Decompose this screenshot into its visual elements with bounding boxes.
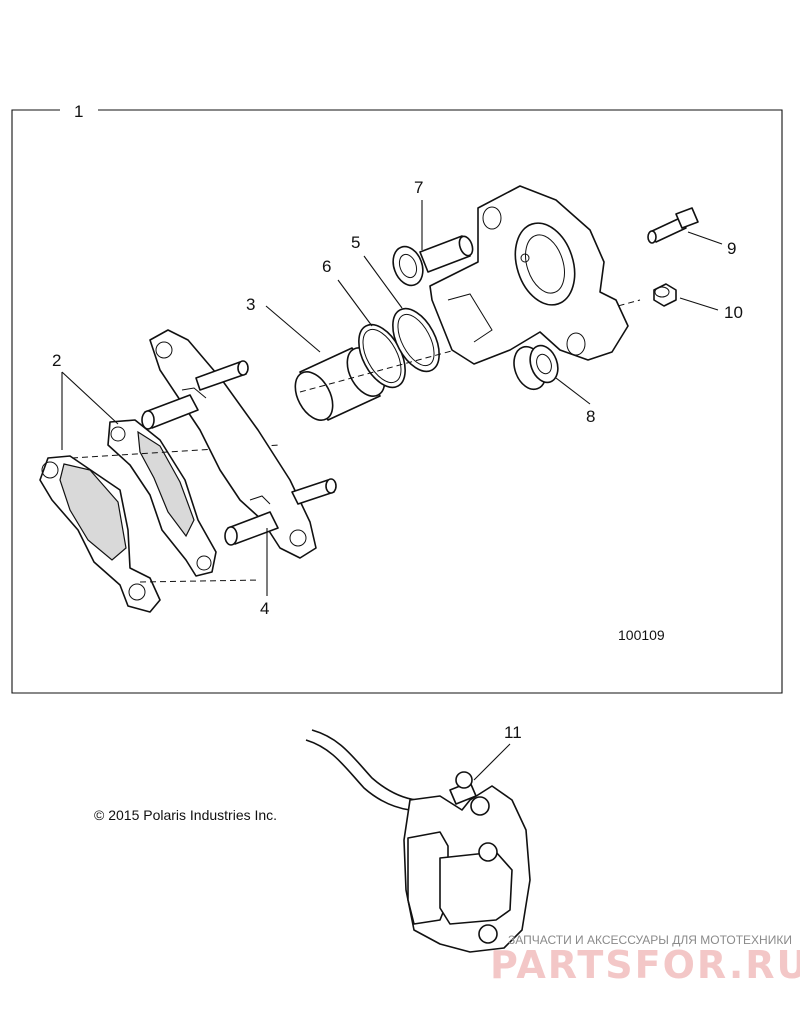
slide-pin-boot-upper [392,235,474,287]
callout-11: 11 [504,723,522,742]
watermark-logo: PARTSFOR.RU [490,943,800,987]
callout-7: 7 [414,178,423,197]
callout-4: 4 [260,599,269,618]
bleeder-screw [647,207,699,244]
watermark-tagline: ЗАПЧАСТИ И АКСЕССУАРЫ ДЛЯ МОТОТЕХНИКИ [508,933,792,947]
callout-6: 6 [322,257,331,276]
assembled-caliper-view [305,729,531,953]
copyright-notice: © 2015 Polaris Industries Inc. [94,807,277,823]
assembly-frame [11,109,783,694]
figure-number: 100109 [618,627,665,643]
callout-5: 5 [351,233,360,252]
bleeder-cap [653,283,677,307]
callout-3: 3 [246,295,255,314]
guide-pin-upper [141,360,249,430]
callout-9: 9 [727,239,736,258]
piston-seal [392,307,440,373]
callout-1: 1 [74,102,83,121]
callout-8: 8 [586,407,595,426]
callout-10: 10 [724,303,743,322]
guide-pin-lower [224,478,337,546]
mounting-bracket [149,329,317,559]
brake-pad-inner [107,419,217,577]
callout-2: 2 [52,351,61,370]
slide-pin-boot-lower [513,344,559,391]
caliper-housing [429,185,629,365]
brake-pad-outer [39,455,161,613]
